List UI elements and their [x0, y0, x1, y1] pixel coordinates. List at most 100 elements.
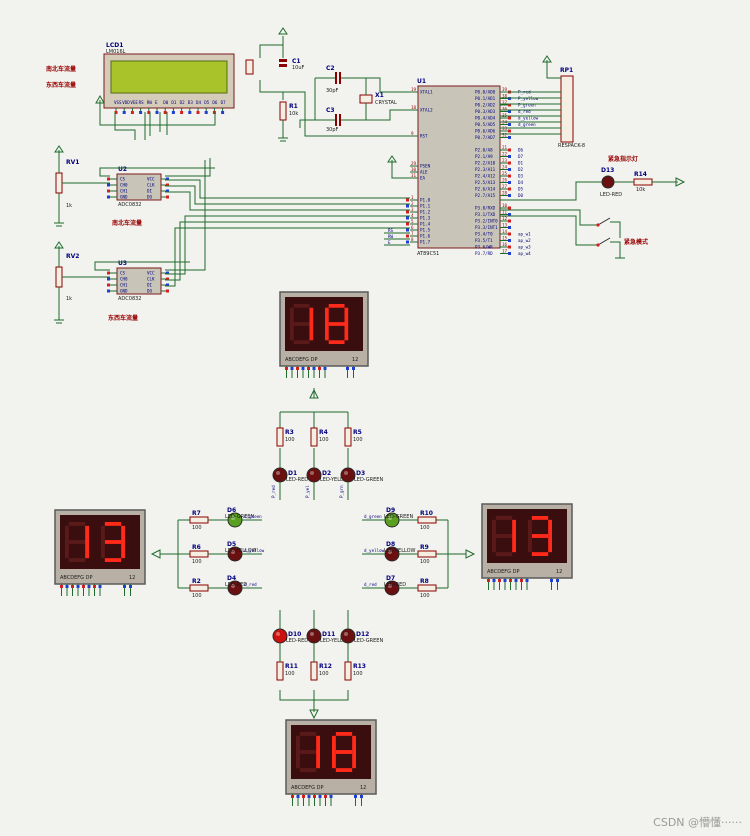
label-ew-flow-top: 东西车流量 — [46, 81, 76, 89]
mcu-pin-name: P2.2/A10 — [475, 161, 496, 166]
pin-marker — [508, 206, 511, 210]
pin-marker — [329, 795, 333, 798]
adc-pin-label: GND — [120, 195, 128, 200]
segment — [335, 750, 353, 754]
led-d1[interactable] — [272, 467, 288, 483]
led-d10[interactable] — [272, 628, 288, 644]
pin-marker — [166, 189, 169, 193]
mcu-pin-num: 2 — [411, 201, 414, 206]
mcu-pin-num: 37 — [502, 100, 508, 105]
net-label: ap_w4 — [518, 251, 531, 256]
pin-marker — [212, 111, 216, 114]
mcu-pin-num: 3 — [411, 207, 414, 212]
net-label: d_yellow — [518, 116, 539, 121]
c1-cap — [279, 59, 287, 62]
segment — [352, 735, 356, 752]
lcd-pin-label: D4 — [196, 100, 202, 105]
segment — [299, 768, 317, 772]
led-ref: D4 — [227, 575, 236, 582]
pin-marker — [188, 111, 192, 114]
lcd-pin-label: D7 — [221, 100, 227, 105]
res-ref: R2 — [192, 578, 201, 585]
mcu-pin-name: P0.7/AD7 — [475, 135, 496, 140]
mcu-pin-name: P3.1/TXD — [475, 212, 496, 217]
net-label: D7 — [518, 154, 524, 159]
svg-text:紧急指示灯: 紧急指示灯 — [608, 155, 638, 163]
svg-text:ADC0832: ADC0832 — [118, 202, 142, 208]
segment — [65, 525, 69, 542]
led-d2[interactable] — [306, 467, 322, 483]
resistor-r8 — [417, 584, 437, 592]
pin-marker — [301, 367, 305, 370]
led-type: LED-YELLOW — [225, 548, 257, 554]
pin-marker — [509, 579, 512, 582]
net-label: d_yellow — [364, 548, 385, 553]
pin-marker — [147, 111, 151, 114]
pot-rv2[interactable]: RV2 1k — [54, 241, 110, 324]
pin-marker — [406, 240, 409, 244]
pin-marker — [498, 579, 501, 582]
led-ref: D8 — [386, 541, 395, 548]
mcu-pin-name: P0.0/AD0 — [475, 90, 496, 95]
label-ew-flow-adc: 东西车流量 — [108, 314, 138, 322]
label-ns-flow-adc: 南北车流量 — [112, 219, 142, 227]
pin-marker — [139, 111, 143, 114]
svg-text:AT89C51: AT89C51 — [417, 251, 439, 257]
display-com-label: 12 — [360, 785, 366, 791]
mcu-pin-num: 8 — [411, 237, 414, 242]
pin-marker — [406, 210, 409, 214]
pin-marker — [87, 585, 91, 588]
pin-marker — [313, 795, 316, 798]
net-label: D6 — [518, 148, 524, 153]
adc-pin-label: CH0 — [120, 277, 128, 282]
pin-marker — [487, 579, 490, 582]
emergency-indicator[interactable]: 紧急指示灯 D13 LED-RED R14 10k — [500, 155, 686, 201]
led-type: LED-YELLOW — [384, 548, 416, 554]
pin-marker — [508, 155, 511, 158]
pin-marker — [503, 579, 507, 582]
pin-marker — [107, 195, 110, 199]
led-ref: D12 — [356, 631, 369, 638]
led-type: LED-RED — [286, 638, 308, 644]
segment — [290, 324, 294, 341]
led-ref: D2 — [322, 470, 331, 477]
led-d12[interactable] — [340, 628, 356, 644]
emergency-mode-switch[interactable]: 紧急模式 — [500, 209, 648, 259]
pin-marker — [406, 198, 409, 202]
svg-text:CRYSTAL: CRYSTAL — [375, 100, 397, 106]
mcu-pin-num: 7 — [411, 231, 414, 236]
respack-rp1[interactable]: RP1 RESPACK-8 — [500, 55, 585, 149]
pin-marker — [163, 111, 167, 114]
pin-marker — [130, 111, 134, 114]
segment — [101, 542, 105, 559]
adc-pin-label: DI — [147, 283, 153, 288]
svg-text:U1: U1 — [417, 78, 426, 85]
lcd-pin-label: VEE — [130, 100, 138, 105]
mcu-pin-name: P3.4/T0 — [475, 232, 493, 237]
mcu-pin-num: 19 — [411, 87, 417, 92]
pot-rv1[interactable]: RV1 1k — [54, 145, 110, 227]
pin-marker — [525, 579, 529, 582]
mcu-pin-name: P2.5/A13 — [475, 180, 496, 185]
lcd-screen — [110, 60, 228, 94]
segment — [531, 534, 549, 538]
pin-marker — [406, 234, 409, 238]
led-type: LED-GREEN — [354, 477, 383, 483]
net-label: D4 — [518, 180, 524, 185]
pin-marker — [508, 103, 511, 107]
net-label: P_red — [271, 485, 276, 498]
res-ref: R5 — [353, 429, 362, 436]
led-d11[interactable] — [306, 628, 322, 644]
res-val: 100 — [192, 525, 202, 531]
led-d3[interactable] — [340, 467, 356, 483]
svg-text:紧急模式: 紧急模式 — [624, 238, 648, 246]
segment — [528, 536, 532, 553]
res-val: 100 — [285, 671, 295, 677]
svg-text:30pF: 30pF — [326, 88, 339, 94]
